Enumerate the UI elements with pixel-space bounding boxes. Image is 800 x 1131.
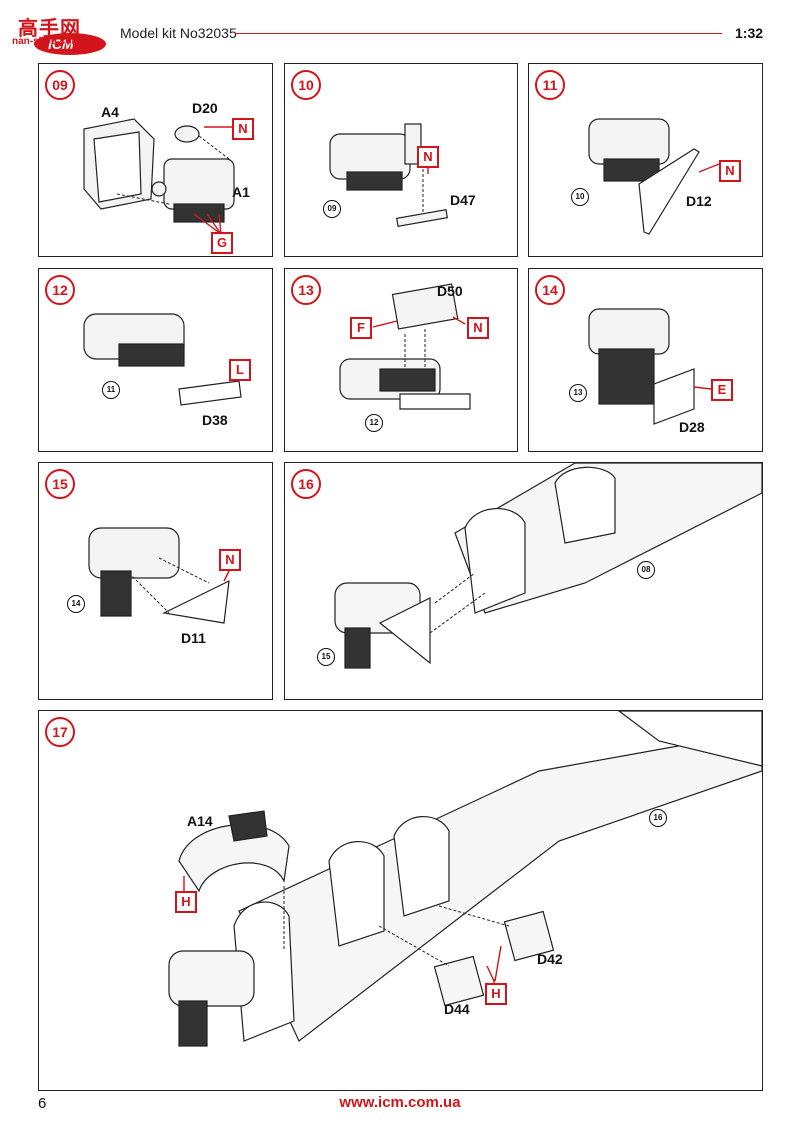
kit-scale: 1:32	[735, 25, 764, 41]
step-11-illustration	[588, 118, 720, 235]
paint-code-f: F	[350, 317, 372, 339]
ref-step-15: 15	[317, 648, 335, 666]
part-label-d11: D11	[181, 630, 206, 646]
step-number: 17	[45, 717, 75, 747]
website-url[interactable]: www.icm.com.ua	[339, 1094, 461, 1111]
ref-step-09: 09	[323, 200, 341, 218]
step-13-panel: 13 D50 F N 12	[284, 268, 518, 452]
paint-code-l: L	[229, 359, 251, 381]
step-number: 14	[535, 275, 565, 305]
paint-code-n: N	[232, 118, 254, 140]
ref-step-12: 12	[365, 414, 383, 432]
step-16-panel: 16 15 08	[284, 462, 763, 700]
part-label-a4: A4	[101, 104, 119, 120]
part-label-d20: D20	[192, 100, 218, 116]
icm-logo-graphic: ICM	[34, 33, 106, 55]
step-09-illustration	[83, 118, 235, 235]
kit-number: Model kit No32035	[120, 25, 237, 41]
paint-code-n: N	[417, 146, 439, 168]
part-label-d28: D28	[679, 419, 705, 435]
part-label-d12: D12	[686, 193, 712, 209]
ref-step-13: 13	[569, 384, 587, 402]
step-14-illustration	[588, 308, 712, 425]
part-label-d38: D38	[202, 412, 228, 428]
ref-step-10: 10	[571, 188, 589, 206]
watermark-text: 高手网	[18, 16, 81, 40]
ref-step-14: 14	[67, 595, 85, 613]
step-16-illustration	[334, 463, 762, 669]
step-number: 16	[291, 469, 321, 499]
step-10-panel: 10 N D47 09	[284, 63, 518, 257]
step-number: 13	[291, 275, 321, 305]
step-number: 15	[45, 469, 75, 499]
part-label-a1: A1	[232, 184, 250, 200]
step-17-panel: 17 A14 H D42 D44 H 16	[38, 710, 763, 1091]
paint-code-h-panels: H	[485, 983, 507, 1005]
step-15-panel: 15 N D11 14	[38, 462, 273, 700]
page-number: 6	[38, 1095, 47, 1112]
paint-code-n: N	[467, 317, 489, 339]
step-number: 11	[535, 70, 565, 100]
page-header: ICM 高手网 nan-shou.com Model kit No32035 1…	[0, 0, 800, 60]
watermark-subtext: nan-shou.com	[12, 36, 81, 47]
step-11-panel: 11 N D12 10	[528, 63, 763, 257]
svg-text:ICM: ICM	[48, 36, 74, 52]
part-label-d44: D44	[444, 1001, 470, 1017]
ref-step-11: 11	[102, 381, 120, 399]
header-divider	[235, 33, 722, 34]
ref-step-16: 16	[649, 809, 667, 827]
step-14-panel: 14 E D28 13	[528, 268, 763, 452]
part-label-a14: A14	[187, 813, 213, 829]
step-number: 10	[291, 70, 321, 100]
step-13-illustration	[339, 283, 471, 410]
step-12-panel: 12 L D38 11	[38, 268, 273, 452]
paint-code-n: N	[719, 160, 741, 182]
paint-code-n: N	[219, 549, 241, 571]
step-10-illustration	[329, 123, 449, 227]
part-label-d42: D42	[537, 951, 563, 967]
part-label-d47: D47	[450, 192, 476, 208]
step-number: 09	[45, 70, 75, 100]
step-15-illustration	[88, 527, 232, 624]
step-17-illustration	[168, 711, 762, 1047]
paint-code-h-canopy: H	[175, 891, 197, 913]
step-number: 12	[45, 275, 75, 305]
paint-code-e: E	[711, 379, 733, 401]
paint-code-g: G	[211, 232, 233, 254]
part-label-d50: D50	[437, 283, 463, 299]
ref-step-08: 08	[637, 561, 655, 579]
icm-logo: ICM 高手网 nan-shou.com	[8, 6, 108, 62]
step-09-panel: 09 A4 D20 A1 N G	[38, 63, 273, 257]
step-12-illustration	[83, 313, 242, 406]
